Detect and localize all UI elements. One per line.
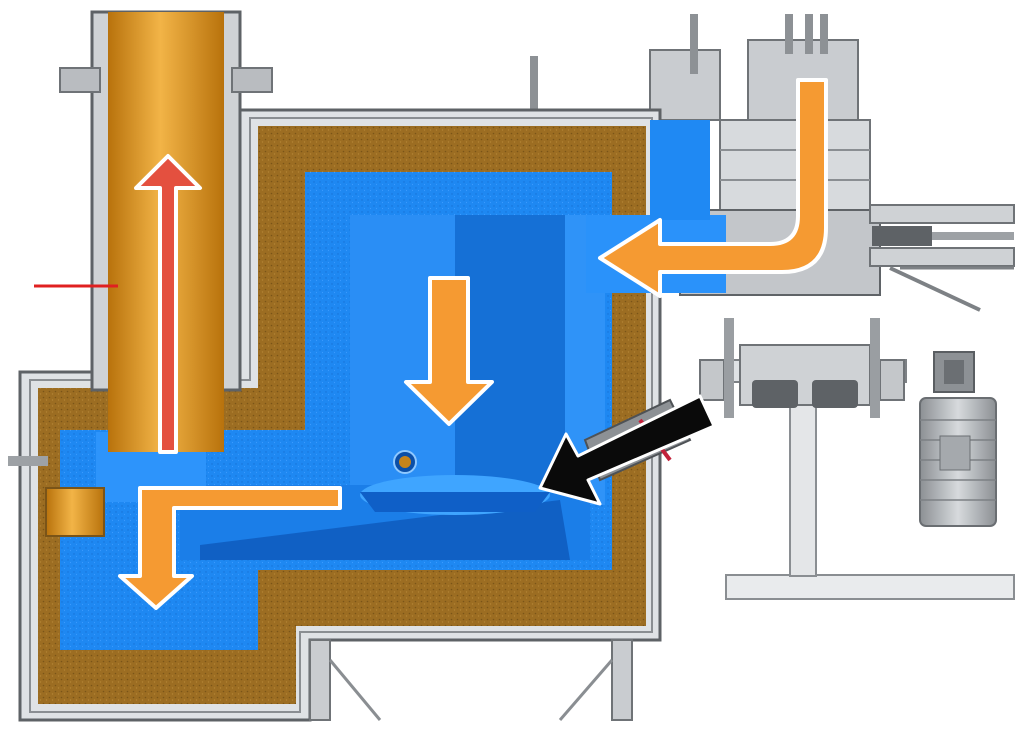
outlet-arrow (118, 486, 342, 610)
furnace-legs (309, 639, 633, 721)
feeder-hopper (530, 14, 871, 211)
drive-motor (919, 351, 997, 527)
chamber-down-arrow (404, 276, 494, 426)
burner-arrow (538, 394, 716, 506)
flue-up-arrow (134, 154, 202, 454)
outlet-pipe (8, 456, 105, 537)
blue-chamber (60, 120, 726, 650)
feed-inlet-arrow (598, 78, 828, 298)
rotary-drum (699, 318, 905, 418)
